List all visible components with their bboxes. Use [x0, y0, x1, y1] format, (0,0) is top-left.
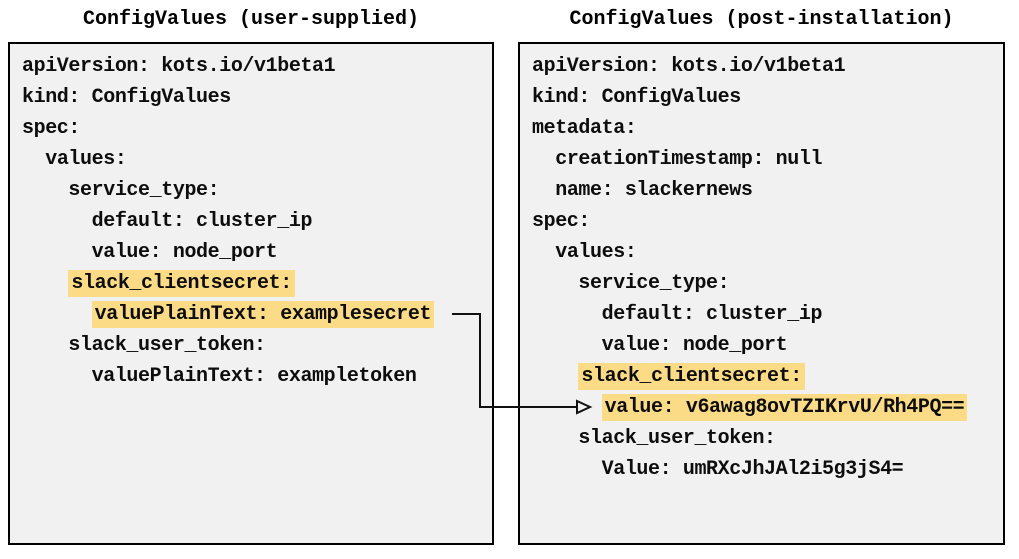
yaml-line: name: slackernews [532, 175, 993, 206]
yaml-text: default: cluster_ip [601, 303, 823, 326]
yaml-text: spec: [22, 117, 81, 140]
yaml-code-user-supplied: apiVersion: kots.io/v1beta1 kind: ConfigV… [22, 51, 482, 392]
yaml-code-post-installation: apiVersion: kots.io/v1beta1 kind: ConfigV… [532, 51, 993, 485]
highlighted-yaml-text: slack_clientsecret: [578, 363, 805, 390]
yaml-text: apiVersion: kots.io/v1beta1 [532, 55, 846, 78]
yaml-text: values: [555, 241, 637, 264]
yaml-text: default: cluster_ip [91, 210, 313, 233]
panel-title-post-installation: ConfigValues (post-installation) [569, 8, 954, 31]
yaml-text: valuePlainText: exampletoken [91, 365, 417, 388]
yaml-line: metadata: [532, 113, 993, 144]
yaml-indent [22, 210, 92, 233]
yaml-indent [22, 148, 45, 171]
yaml-indent [532, 272, 578, 295]
yaml-indent [22, 365, 92, 388]
yaml-line: apiVersion: kots.io/v1beta1 [22, 51, 482, 82]
yaml-indent [532, 458, 602, 481]
yaml-text: kind: ConfigValues [22, 86, 231, 109]
yaml-box-user-supplied: apiVersion: kots.io/v1beta1 kind: ConfigV… [8, 42, 494, 545]
yaml-indent [532, 334, 602, 357]
yaml-text: creationTimestamp: null [555, 148, 823, 171]
yaml-text: spec: [532, 210, 591, 233]
yaml-text: metadata: [532, 117, 637, 140]
yaml-line: slack_user_token: [22, 330, 482, 361]
yaml-line: value: v6awag8ovTZIKrvU/Rh4PQ== [532, 392, 993, 423]
yaml-indent [22, 334, 68, 357]
panel-post-installation: ConfigValues (post-installation) apiVers… [518, 6, 1005, 545]
yaml-indent [532, 365, 578, 388]
yaml-indent [22, 272, 68, 295]
yaml-line: service_type: [22, 175, 482, 206]
yaml-indent [532, 179, 555, 202]
yaml-line: slack_user_token: [532, 423, 993, 454]
yaml-line: service_type: [532, 268, 993, 299]
yaml-text: slack_user_token: [578, 427, 776, 450]
yaml-indent [532, 396, 602, 419]
panel-title-user-supplied: ConfigValues (user-supplied) [82, 8, 420, 31]
yaml-line: valuePlainText: exampletoken [22, 361, 482, 392]
yaml-indent [532, 148, 555, 171]
yaml-text: service_type: [68, 179, 220, 202]
yaml-line: spec: [532, 206, 993, 237]
yaml-line: kind: ConfigValues [532, 82, 993, 113]
yaml-text: apiVersion: kots.io/v1beta1 [22, 55, 336, 78]
highlighted-yaml-text: valuePlainText: examplesecret [91, 301, 435, 328]
yaml-text: values: [45, 148, 127, 171]
yaml-line: values: [22, 144, 482, 175]
yaml-indent [22, 303, 92, 326]
yaml-text: Value: umRXcJhJAl2i5g3jS4= [601, 458, 904, 481]
yaml-indent [22, 179, 68, 202]
yaml-line: Value: umRXcJhJAl2i5g3jS4= [532, 454, 993, 485]
yaml-line: default: cluster_ip [22, 206, 482, 237]
yaml-line: value: node_port [22, 237, 482, 268]
yaml-text: value: node_port [601, 334, 788, 357]
yaml-line: value: node_port [532, 330, 993, 361]
highlighted-yaml-text: slack_clientsecret: [68, 270, 295, 297]
yaml-indent [22, 241, 92, 264]
yaml-indent [532, 303, 602, 326]
yaml-indent [532, 241, 555, 264]
yaml-line: apiVersion: kots.io/v1beta1 [532, 51, 993, 82]
panel-user-supplied: ConfigValues (user-supplied) apiVersion:… [8, 6, 494, 545]
yaml-text: slack_user_token: [68, 334, 266, 357]
yaml-text: kind: ConfigValues [532, 86, 741, 109]
yaml-text: service_type: [578, 272, 730, 295]
yaml-line: default: cluster_ip [532, 299, 993, 330]
yaml-line: kind: ConfigValues [22, 82, 482, 113]
yaml-line: valuePlainText: examplesecret [22, 299, 482, 330]
yaml-line: slack_clientsecret: [22, 268, 482, 299]
yaml-line: slack_clientsecret: [532, 361, 993, 392]
yaml-indent [532, 427, 578, 450]
highlighted-yaml-text: value: v6awag8ovTZIKrvU/Rh4PQ== [601, 394, 968, 421]
yaml-text: value: node_port [91, 241, 278, 264]
yaml-box-post-installation: apiVersion: kots.io/v1beta1 kind: ConfigV… [518, 42, 1005, 545]
yaml-text: name: slackernews [555, 179, 753, 202]
yaml-line: values: [532, 237, 993, 268]
yaml-line: creationTimestamp: null [532, 144, 993, 175]
yaml-line: spec: [22, 113, 482, 144]
